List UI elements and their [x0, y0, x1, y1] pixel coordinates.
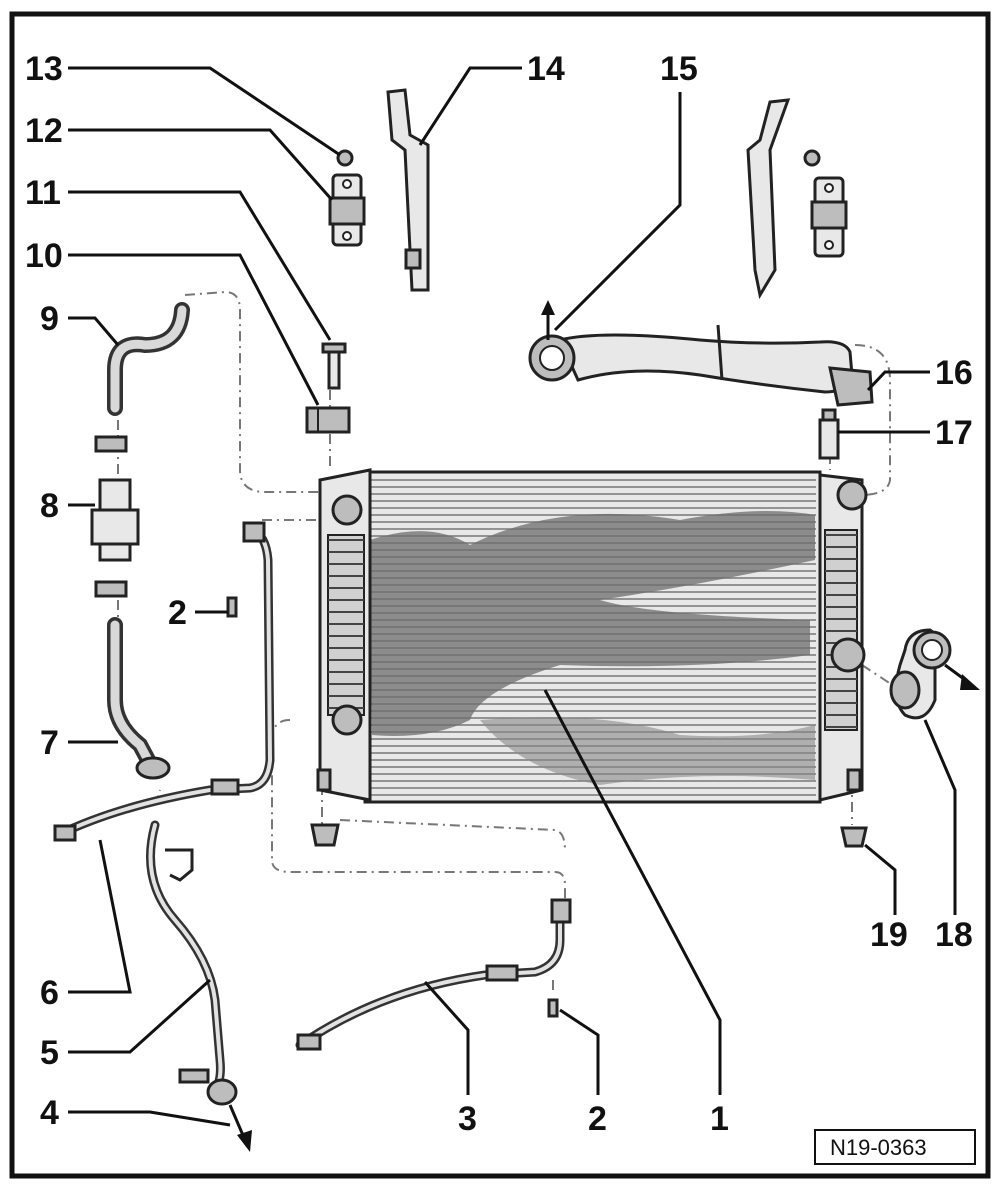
callout-17: 17: [935, 414, 973, 452]
callout-4: 4: [40, 1094, 59, 1132]
radiator-shading: [370, 511, 815, 736]
callout-13: 13: [25, 50, 63, 88]
lower-outlet-stub: [331, 704, 363, 736]
arrow-15: [541, 300, 555, 340]
callout-1: 1: [710, 1100, 729, 1138]
bolt-2-upper: [226, 596, 238, 618]
arrow-4: [228, 1104, 252, 1152]
bolt-11: [321, 342, 347, 390]
flange-16: [828, 366, 874, 407]
callout-8: 8: [40, 487, 59, 525]
figure-ref: N19-0363: [830, 1135, 927, 1160]
nut-13: [336, 149, 354, 167]
callout-15: 15: [660, 50, 698, 88]
hose-7: [107, 617, 171, 780]
support-14: [386, 88, 430, 292]
right-outlet-stub: [830, 637, 866, 673]
thermostat-housing-8: [90, 478, 140, 562]
leader-lines: [68, 66, 957, 1127]
rubber-mount-right: [840, 826, 868, 848]
pipe-6: [53, 521, 275, 842]
clamp-upper: [94, 435, 128, 453]
upper-coolant-hose-15: [528, 324, 854, 394]
callout-2-bottom: 2: [588, 1100, 607, 1138]
figure-ref-box: [814, 1129, 976, 1165]
callout-5: 5: [40, 1034, 59, 1072]
callout-11: 11: [25, 174, 61, 212]
callout-2-left: 2: [168, 594, 187, 632]
callout-14: 14: [527, 50, 565, 88]
sensor-17: [818, 408, 840, 460]
arrow-18: [944, 663, 980, 690]
callout-16: 16: [935, 354, 973, 392]
pipe-5: [146, 820, 238, 1106]
callout-6: 6: [40, 974, 59, 1012]
hose-9: [107, 302, 190, 416]
right-upper-stub: [836, 479, 868, 511]
rubber-bushing-10: [305, 406, 351, 434]
clamp-lower: [94, 580, 128, 598]
callout-19: 19: [870, 916, 908, 954]
radiator: [316, 468, 868, 804]
callout-10: 10: [25, 237, 63, 275]
figure-border: [9, 11, 991, 1179]
rubber-mount-left: [310, 823, 340, 847]
callout-3: 3: [458, 1100, 477, 1138]
nut-right: [803, 149, 821, 167]
support-right: [746, 98, 791, 300]
callout-7: 7: [40, 724, 59, 762]
bracket-12: [328, 173, 366, 247]
pipe-3: [295, 898, 572, 1051]
bolt-2-lower: [547, 998, 559, 1018]
callout-18: 18: [935, 916, 973, 954]
lower-hose-18: [889, 628, 952, 720]
callout-12: 12: [25, 112, 63, 150]
radiator-shading-lower: [480, 717, 815, 785]
upper-inlet-stub: [331, 494, 363, 526]
left-tank-ribs: [328, 539, 364, 709]
callout-9: 9: [40, 300, 59, 338]
bracket-right: [810, 176, 848, 258]
